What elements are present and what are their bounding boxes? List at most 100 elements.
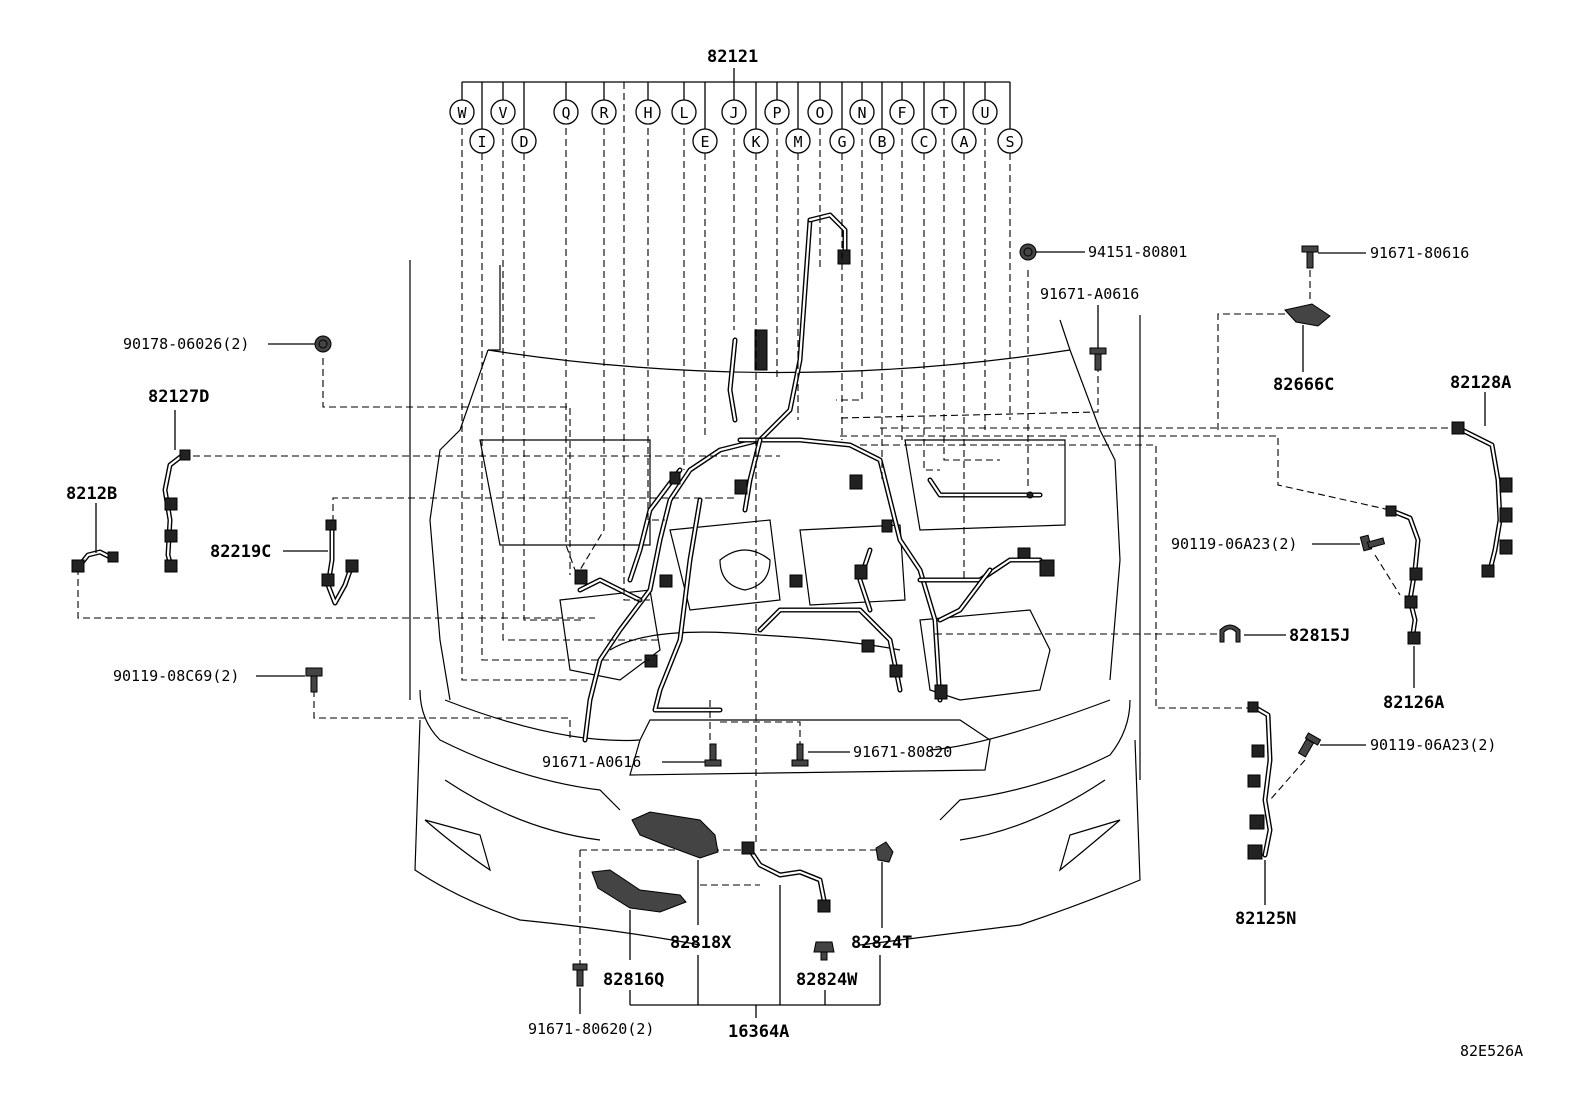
part-91671-80820: 91671-80820 [791,743,952,767]
connector-key-d: D [511,128,537,154]
diagram-code: 82E526A [1460,1042,1523,1060]
dashed-leaders [77,82,1455,970]
part-90178-06026: 90178-06026(2) [123,335,332,353]
part-label-91671-A0616-bottom: 91671-A0616 [542,753,641,771]
part-label-82128A: 82128A [1450,373,1511,393]
connector-key-c: C [911,128,937,154]
connector-key-m: M [785,128,811,154]
connector-key-circle [449,99,475,125]
connector-key-n: N [849,99,875,125]
part-label-91671-80820: 91671-80820 [853,743,952,761]
part-label-8212B: 8212B [66,484,117,504]
part-label-90119-06A23-a: 90119-06A23(2) [1171,535,1297,553]
connector-key-letter: I [477,133,486,151]
connector-key-circle [931,99,957,125]
part-91671-A0616-bottom: 91671-A0616 [542,743,722,771]
part-label-82125N: 82125N [1235,909,1296,929]
part-90119-08C69: 90119-08C69(2) [113,667,323,693]
connector-key-r: R [591,99,617,125]
connector-key-f: F [889,99,915,125]
part-label-82824T: 82824T [851,933,912,953]
connector-key-circle [671,99,697,125]
connector-key-circle [490,99,516,125]
connector-key-p: P [764,99,790,125]
connector-key-circle [889,99,915,125]
connector-key-letter: H [643,104,652,122]
connector-key-letter: F [897,104,906,122]
part-82125N: 82125N [1235,701,1296,929]
part-91671-80616: 91671-80616 [1301,244,1469,269]
part-90119-06A23-b: 90119-06A23(2) [1297,732,1496,758]
connector-key-letter: J [729,104,738,122]
connector-key-circle [764,99,790,125]
connector-key-letter: T [939,104,948,122]
main-engine-harness [574,212,1055,743]
part-94151-80801: 94151-80801 [1019,243,1187,261]
connector-key-letter: C [919,133,928,151]
connector-key-bar: 82121 W V Q R H L J P O N F T U I D E K M G B C A S [449,47,1023,154]
connector-key-letter: P [772,104,781,122]
connector-key-letter: R [599,104,609,122]
part-label-82127D: 82127D [148,387,209,407]
part-16364A-leaders: 16364A [629,885,881,1042]
connector-key-q: Q [553,99,579,125]
connector-key-letter: G [837,133,846,151]
part-label-16364A: 16364A [728,1022,789,1042]
connector-key-k: K [743,128,769,154]
connector-key-letter: V [498,104,507,122]
connector-key-circle [553,99,579,125]
part-label-82815J: 82815J [1289,626,1350,646]
connector-key-letter: A [959,133,968,151]
connector-key-letter: U [980,104,989,122]
connector-key-u: U [972,99,998,125]
connector-key-letter: D [519,133,528,151]
connector-key-letter: E [700,133,709,151]
part-8212B: 8212B [66,484,119,573]
connector-key-letter: O [815,104,824,122]
connector-key-w: W [449,99,475,125]
connector-key-letter: Q [561,104,570,122]
connector-key-i: I [469,128,495,154]
part-82666C: 82666C [1273,270,1334,395]
connector-key-circle [807,99,833,125]
part-label-82666C: 82666C [1273,375,1334,395]
part-82128A: 82128A [1450,373,1513,578]
connector-key-h: H [635,99,661,125]
connector-key-t: T [931,99,957,125]
part-label-90119-08C69: 90119-08C69(2) [113,667,239,685]
connector-key-l: L [671,99,697,125]
connector-key-circle [849,99,875,125]
connector-key-a: A [951,128,977,154]
connector-key-o: O [807,99,833,125]
part-82815J: 82815J [1219,624,1350,646]
part-82126A: 82126A [1383,505,1444,713]
part-label-82126A: 82126A [1383,693,1444,713]
connector-key-s: S [997,128,1023,154]
connector-key-circle [635,99,661,125]
part-label-91671-A0616-top: 91671-A0616 [1040,285,1139,303]
connector-key-letter: W [457,104,467,122]
part-label-94151-80801: 94151-80801 [1088,243,1187,261]
part-90119-06A23-a: 90119-06A23(2) [1171,534,1386,553]
connector-key-b: B [869,128,895,154]
connector-key-letter: S [1005,133,1014,151]
connector-key-letter: M [793,133,802,151]
part-label-82818X: 82818X [670,933,732,953]
connector-key-letter: K [751,133,760,151]
part-82127D: 82127D [148,387,209,573]
part-82816Q: 82816Q [591,869,687,990]
part-label-90178-06026: 90178-06026(2) [123,335,249,353]
part-label-90119-06A23-b: 90119-06A23(2) [1370,736,1496,754]
part-91671-80620: 91671-80620(2) [528,963,654,1038]
connector-key-letter: B [877,133,886,151]
part-label-82121: 82121 [707,47,758,67]
part-label-82824W: 82824W [796,970,858,990]
part-82219C: 82219C [210,519,359,606]
connector-key-circle [972,99,998,125]
part-16364A-harness [741,841,831,913]
part-label-82219C: 82219C [210,542,271,562]
connector-key-circle [591,99,617,125]
part-label-91671-80620: 91671-80620(2) [528,1020,654,1038]
